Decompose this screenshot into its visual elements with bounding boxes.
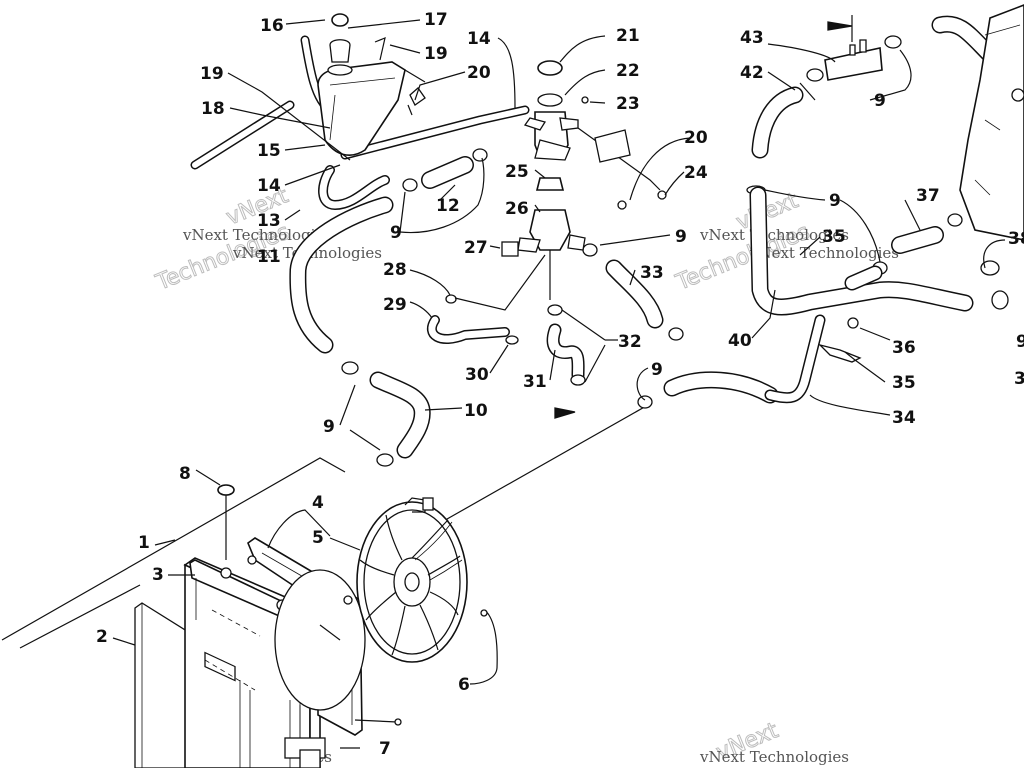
callout-2: 2 bbox=[96, 627, 108, 647]
callout-40: 40 bbox=[728, 331, 752, 351]
assembly-outline-lines bbox=[1, 404, 649, 649]
fastener-screws bbox=[319, 609, 498, 749]
callout-19a: 19 bbox=[424, 44, 448, 64]
callout-14a: 14 bbox=[467, 29, 491, 49]
callout-8: 8 bbox=[179, 464, 191, 484]
callout-12: 12 bbox=[436, 196, 460, 216]
callout-10: 10 bbox=[464, 401, 488, 421]
callout-13: 13 bbox=[257, 211, 281, 231]
callout-30: 30 bbox=[465, 365, 489, 385]
callout-32: 32 bbox=[618, 332, 642, 352]
callout-20a: 20 bbox=[467, 63, 491, 83]
callout-1: 1 bbox=[138, 533, 150, 553]
leader-lines bbox=[112, 19, 1006, 646]
callout-35a: 35 bbox=[822, 227, 846, 247]
callout-20b: 20 bbox=[684, 128, 708, 148]
callout-6: 6 bbox=[458, 675, 470, 695]
right-hoses bbox=[663, 15, 1024, 404]
engine-cover-plate bbox=[959, 4, 1024, 241]
callout-37: 37 bbox=[916, 186, 940, 206]
pressure-cap bbox=[537, 60, 563, 76]
callout-22: 22 bbox=[616, 61, 640, 81]
callout-31: 31 bbox=[523, 372, 547, 392]
callout-7: 7 bbox=[379, 739, 391, 759]
callout-11: 11 bbox=[257, 247, 281, 267]
watermark-text-2: vNext Technologies bbox=[699, 226, 849, 244]
callout-34: 34 bbox=[892, 408, 916, 428]
callout-24: 24 bbox=[684, 163, 708, 183]
callout-43: 43 bbox=[740, 28, 764, 48]
callout-26: 26 bbox=[505, 199, 529, 219]
callout-27: 27 bbox=[464, 238, 488, 258]
watermark-text-4: vNext Technologies bbox=[749, 244, 899, 262]
callout-16: 16 bbox=[260, 16, 284, 36]
callout-18: 18 bbox=[201, 99, 225, 119]
callout-28: 28 bbox=[383, 260, 407, 280]
callout-35b: 35 bbox=[892, 373, 916, 393]
callout-33: 33 bbox=[640, 263, 664, 283]
callout-19b: 19 bbox=[200, 64, 224, 84]
callout-9e: 9 bbox=[874, 91, 886, 111]
callout-5: 5 bbox=[312, 528, 324, 548]
radiator-cap bbox=[217, 484, 235, 496]
thermostat-housing bbox=[501, 60, 667, 300]
callout-29: 29 bbox=[383, 295, 407, 315]
callout-4: 4 bbox=[312, 493, 324, 513]
callout-9f: 9 bbox=[829, 191, 841, 211]
hose-33 bbox=[605, 259, 664, 329]
callout-42: 42 bbox=[740, 63, 764, 83]
cooling-fan bbox=[356, 497, 468, 663]
fan-shroud bbox=[247, 537, 398, 736]
callout-3-partial: 3 bbox=[1014, 369, 1024, 389]
callout-15: 15 bbox=[257, 141, 281, 161]
watermark-text-1: vNext Technologies bbox=[182, 226, 332, 244]
coolant-reservoir bbox=[254, 13, 426, 161]
callout-36: 36 bbox=[892, 338, 916, 358]
callout-labels: 16 17 19 19 18 14 20 15 14 13 11 12 9 21… bbox=[96, 10, 1024, 759]
callout-14b: 14 bbox=[257, 176, 281, 196]
bypass-hoses bbox=[426, 254, 606, 419]
watermark-text-6: vNext Technologies bbox=[699, 748, 849, 766]
callout-17: 17 bbox=[424, 10, 448, 30]
callout-9d: 9 bbox=[323, 417, 335, 437]
callout-38: 38 bbox=[1008, 229, 1024, 249]
callout-3: 3 bbox=[152, 565, 164, 585]
callout-9b: 9 bbox=[675, 227, 687, 247]
callout-21: 21 bbox=[616, 26, 640, 46]
callout-23: 23 bbox=[616, 94, 640, 114]
callout-9g: 9 bbox=[1016, 332, 1024, 352]
callout-9c: 9 bbox=[651, 360, 663, 380]
callout-25: 25 bbox=[505, 162, 529, 182]
callout-9a: 9 bbox=[390, 223, 402, 243]
left-hoses bbox=[190, 35, 530, 459]
